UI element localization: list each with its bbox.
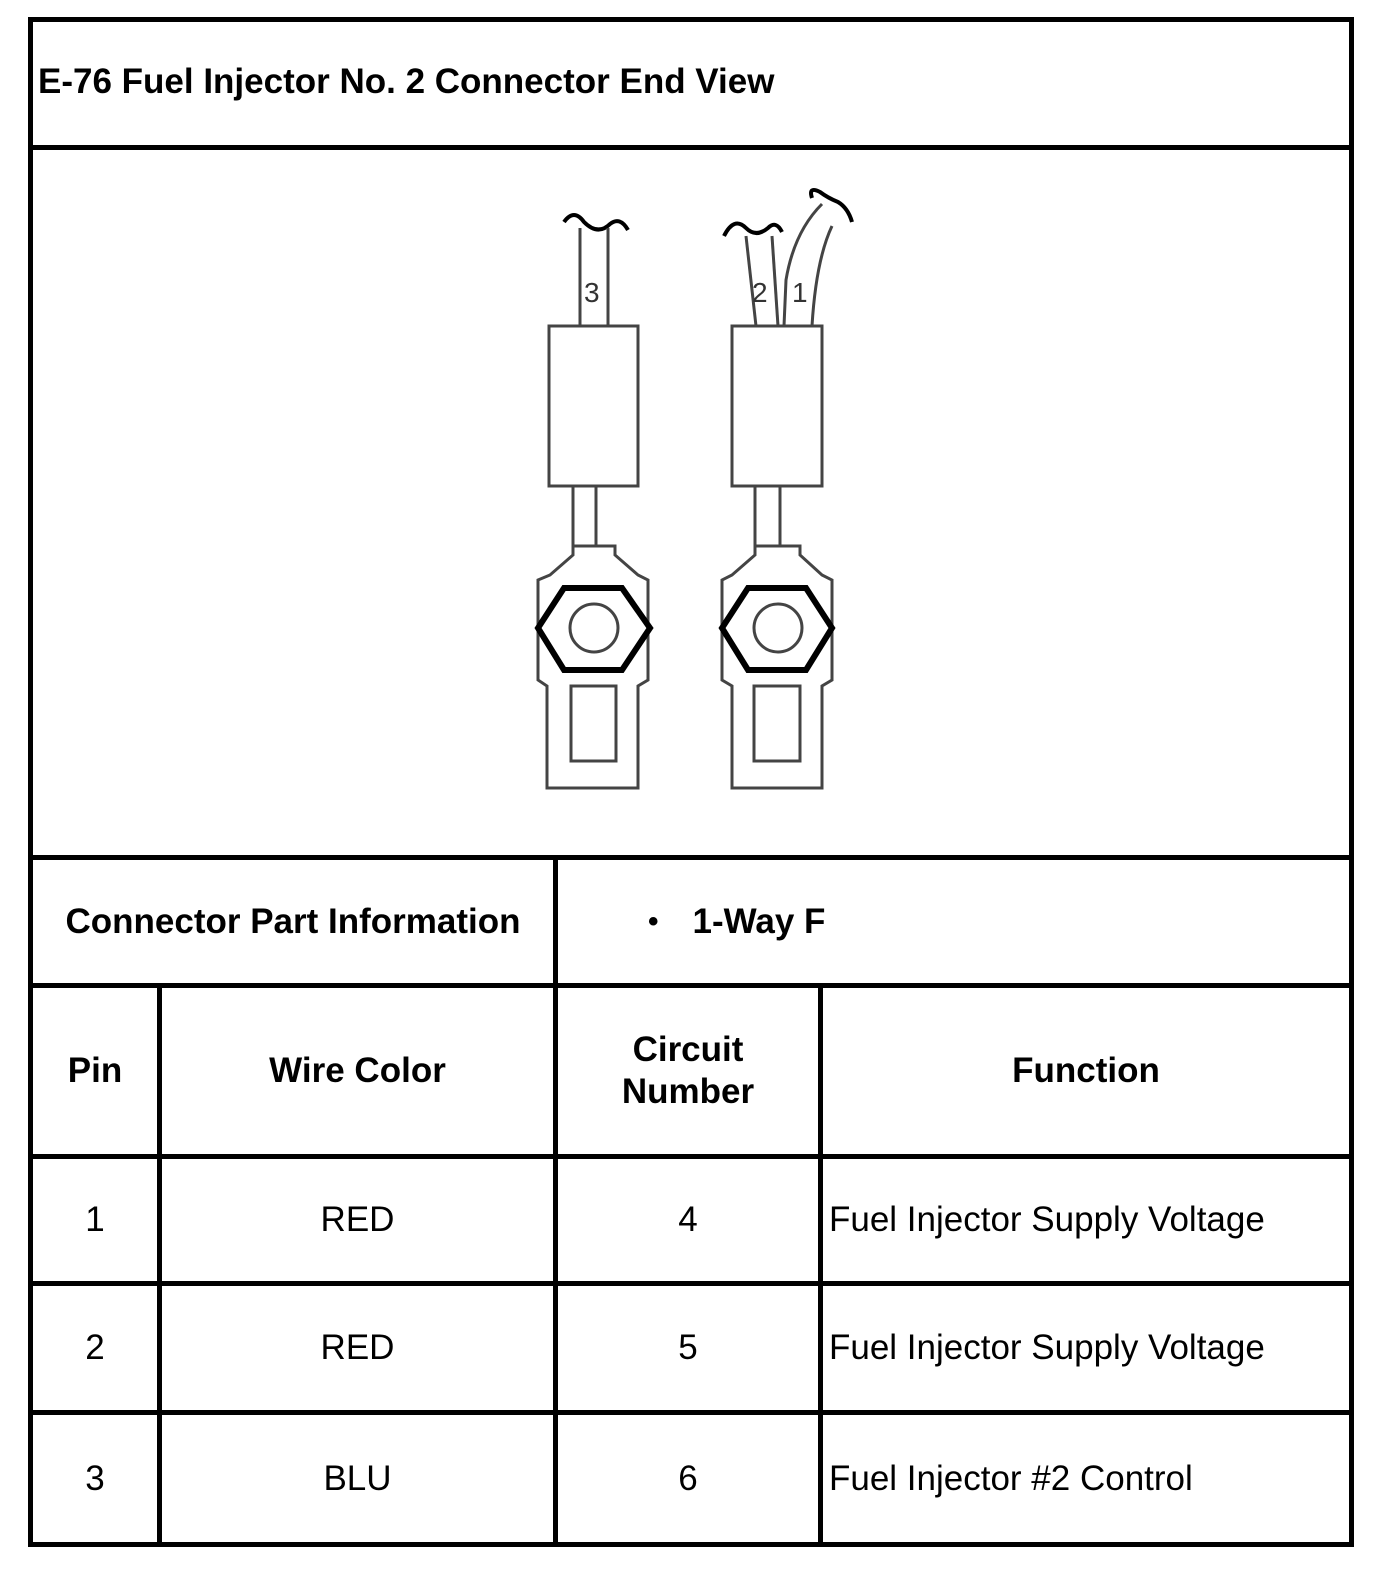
row-1-function: Fuel Injector Supply Voltage [829,1200,1265,1239]
part-info-value-cell: • 1-Way F [558,860,1349,983]
divider-header [28,1154,1354,1159]
header-circuit-number: Circuit Number [558,988,818,1154]
divider-col-wire [553,983,558,1547]
connector-info-frame [28,17,1354,1547]
divider-row-1 [28,1281,1354,1286]
divider-part-info [28,983,1354,988]
bullet-icon: • [648,904,659,938]
divider-title [28,145,1354,150]
row-3-wire-color: BLU [323,1458,392,1498]
row-2-function: Fuel Injector Supply Voltage [829,1328,1265,1367]
part-info-label: Connector Part Information [33,860,553,983]
header-function: Function [1012,1051,1160,1090]
connector-diagram: 3 2 1 [534,188,854,790]
part-info-value: 1-Way F [692,901,826,941]
row-3-pin: 3 [85,1458,105,1498]
row-1-wire-color: RED [320,1200,395,1239]
row-3-function: Fuel Injector #2 Control [829,1458,1193,1498]
row-2-circuit: 5 [678,1328,698,1367]
part-info-label-text: Connector Part Information [65,901,521,941]
terminal-right [718,188,854,790]
divider-col-pin [157,983,162,1547]
header-circuit-line2: Number [621,1072,755,1111]
row-2-wire-color: RED [320,1328,395,1367]
terminal-label-3: 3 [584,277,600,308]
divider-row-2 [28,1410,1354,1415]
header-circuit-line1: Circuit [632,1030,744,1069]
row-2-pin: 2 [85,1328,105,1367]
header-pin: Pin [67,1051,123,1090]
divider-part-info-col [553,855,558,988]
divider-diagram [28,855,1354,860]
divider-col-circuit [818,983,823,1547]
terminal-left [534,213,654,790]
terminal-label-1: 1 [792,277,808,308]
row-1-circuit: 4 [678,1200,698,1239]
terminal-label-2: 2 [752,277,768,308]
row-1-pin: 1 [85,1200,105,1239]
page-title: E-76 Fuel Injector No. 2 Connector End V… [38,62,775,101]
header-wire-color: Wire Color [269,1051,446,1090]
row-3-circuit: 6 [678,1458,698,1498]
